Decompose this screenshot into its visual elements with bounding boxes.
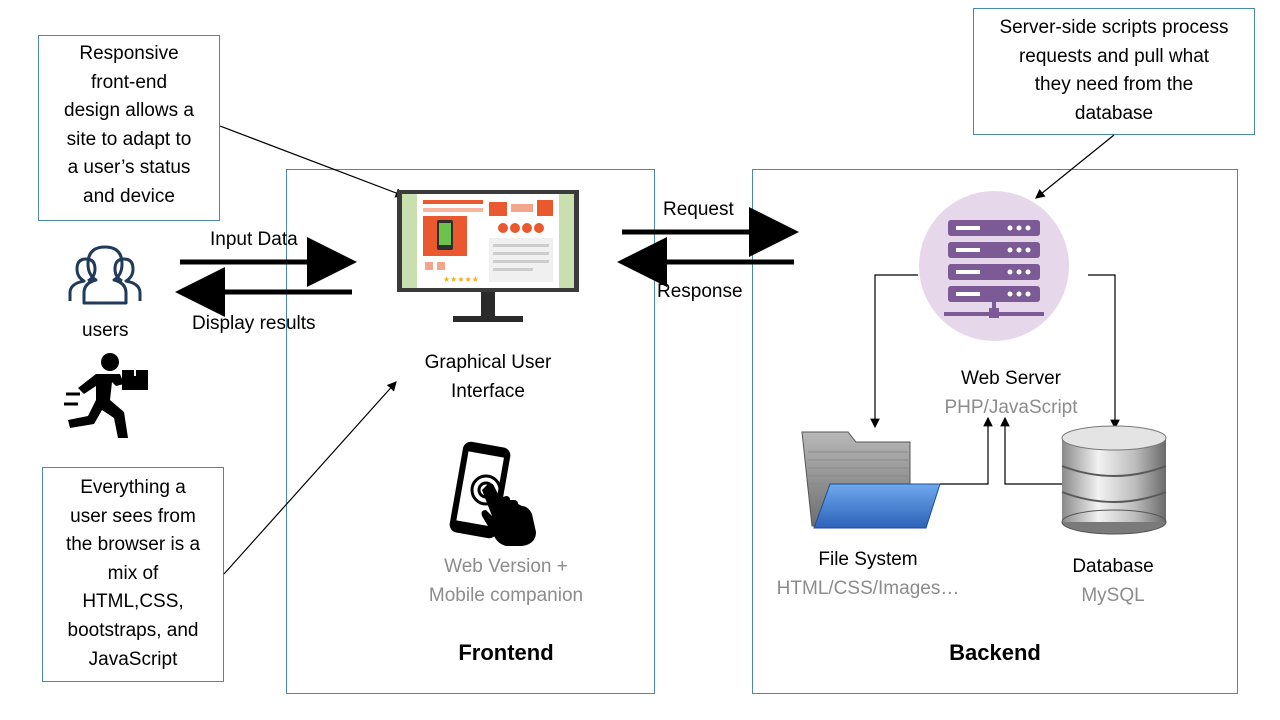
backend-panel — [752, 169, 1238, 694]
file-system-label: File System — [818, 549, 918, 570]
callout-line: mix of — [107, 562, 159, 584]
request-label: Request — [663, 199, 734, 220]
database-label: Database — [1072, 556, 1154, 577]
running-person-icon — [64, 353, 148, 438]
frontend-panel — [286, 169, 655, 694]
input-data-label: Input Data — [210, 229, 298, 250]
callout-line: JavaScript — [88, 648, 178, 670]
svg-text:★★★★★: ★★★★★ — [443, 275, 479, 284]
server-to-filesystem-line — [870, 274, 918, 429]
monitor-gui-icon: ★★★★★ — [397, 190, 579, 322]
phone-touch-icon — [449, 441, 536, 546]
callout-line: Everything a — [80, 477, 186, 498]
users-icon — [68, 245, 142, 305]
filesystem-to-server-line — [940, 416, 993, 485]
callout-line: and device — [83, 185, 175, 207]
database-to-server-line — [1000, 416, 1062, 485]
pointer-line — [1035, 134, 1115, 199]
web-server-icon — [919, 191, 1069, 341]
gui-label-line2: Interface — [451, 381, 525, 402]
callout-line: a user’s status — [67, 157, 191, 179]
pointer-line — [223, 381, 397, 575]
callout-line: they need from the — [1034, 74, 1194, 96]
callout-line: the browser is a — [65, 534, 201, 556]
web-version-line2: Mobile companion — [428, 585, 584, 606]
pointer-line — [219, 125, 406, 198]
callout-server-scripts: Server-side scripts process requests and… — [973, 8, 1255, 135]
callout-line: requests and pull what — [1018, 45, 1210, 67]
gui-label-line1: Graphical User — [424, 352, 552, 373]
callout-line: bootstraps, and — [67, 619, 199, 641]
folder-icon — [801, 431, 941, 529]
file-system-tech-label: HTML/CSS/Images… — [776, 578, 960, 599]
callout-line: user sees from — [70, 505, 196, 527]
web-server-label: Web Server — [961, 368, 1061, 389]
web-version-line1: Web Version + — [444, 556, 568, 577]
callout-frontend-design: Responsive front-end design allows a sit… — [38, 35, 220, 221]
callout-line: HTML,CSS, — [82, 591, 184, 613]
callout-line: database — [1074, 102, 1154, 124]
server-to-database-line — [1088, 274, 1120, 430]
web-server-tech-label: PHP/JavaScript — [944, 397, 1078, 418]
callout-line: site to adapt to — [66, 128, 192, 150]
display-results-label: Display results — [192, 313, 316, 334]
frontend-title: Frontend — [458, 640, 554, 665]
backend-title: Backend — [949, 640, 1041, 665]
users-label: users — [82, 320, 129, 341]
database-icon — [1061, 425, 1167, 535]
response-label: Response — [657, 281, 743, 302]
callout-line: Responsive — [79, 43, 179, 64]
callout-line: design allows a — [64, 100, 194, 122]
callout-line: Server-side scripts process — [999, 17, 1229, 38]
callout-line: front-end — [90, 71, 168, 93]
callout-browser-mix: Everything a user sees from the browser … — [42, 467, 224, 682]
database-tech-label: MySQL — [1081, 585, 1145, 606]
